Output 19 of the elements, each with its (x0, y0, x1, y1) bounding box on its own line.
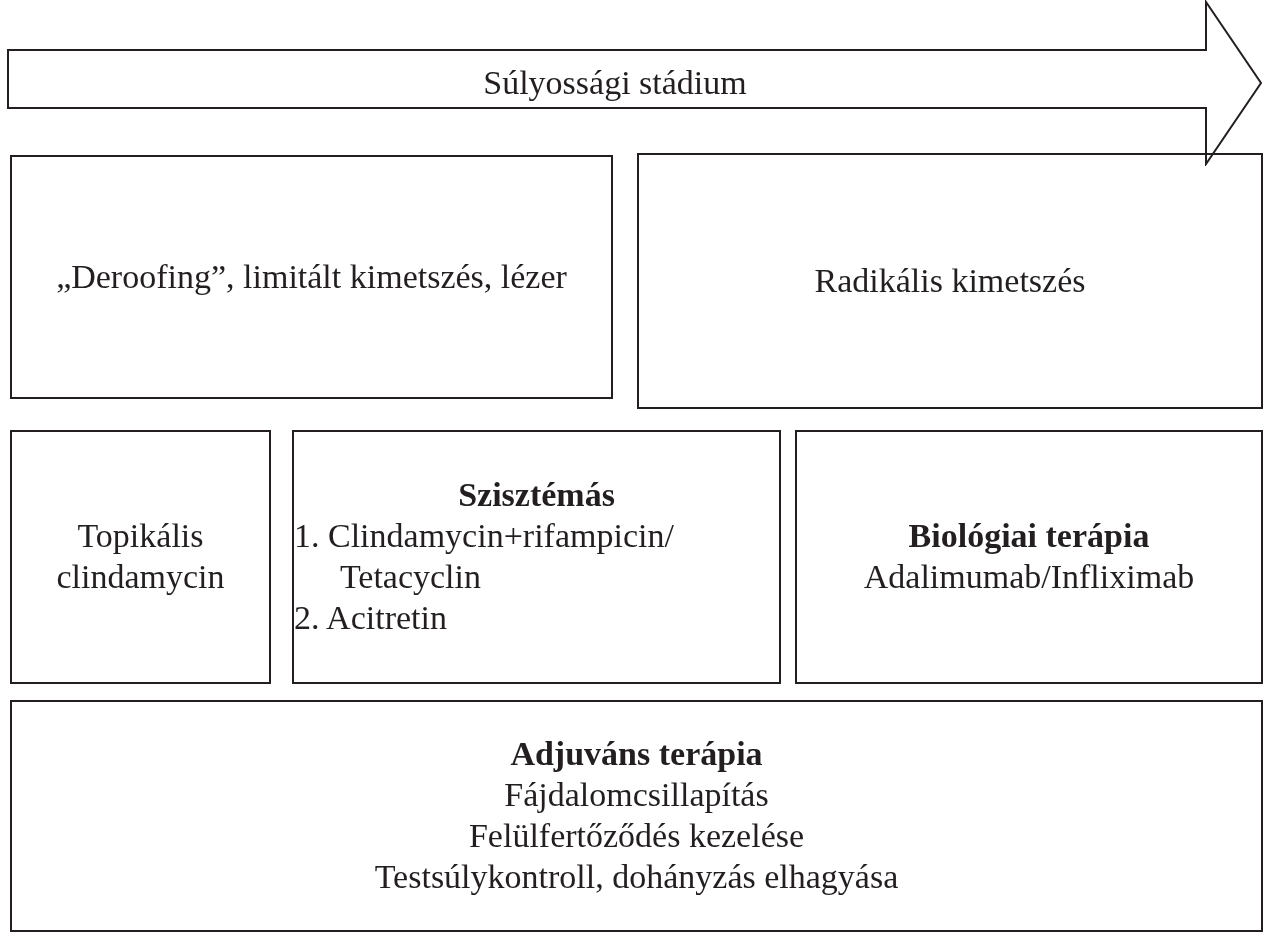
body-text: 1. Clindamycin+rifampicin/ Tetacyclin (294, 516, 675, 597)
body-text: Fájdalomcsillapítás (504, 775, 769, 816)
heading-text: Adjuváns terápia (510, 734, 763, 775)
treatment-box (292, 430, 781, 684)
body-text: Adalimumab/Infliximab (863, 557, 1195, 597)
arrow-label: Súlyossági stádium (483, 62, 747, 103)
body-text: Felülfertőződés kezelése (468, 816, 805, 856)
treatment-box (10, 430, 271, 684)
treatment-box (10, 700, 1263, 932)
body-text: Topikális clindamycin (55, 516, 226, 597)
treatment-box (637, 153, 1263, 409)
heading-text: Szisztémás (457, 475, 616, 516)
heading-text: Biológiai terápia (908, 516, 1150, 557)
body-text: 2. Acitretin (294, 597, 448, 638)
body-text: „Deroofing”, limitált kimetszés, lézer (56, 256, 567, 297)
body-text: Radikális kimetszés (814, 260, 1086, 301)
body-text: Testsúlykontroll, dohányzás elhagyása (374, 856, 899, 897)
treatment-box (10, 155, 613, 399)
treatment-box (795, 430, 1263, 684)
